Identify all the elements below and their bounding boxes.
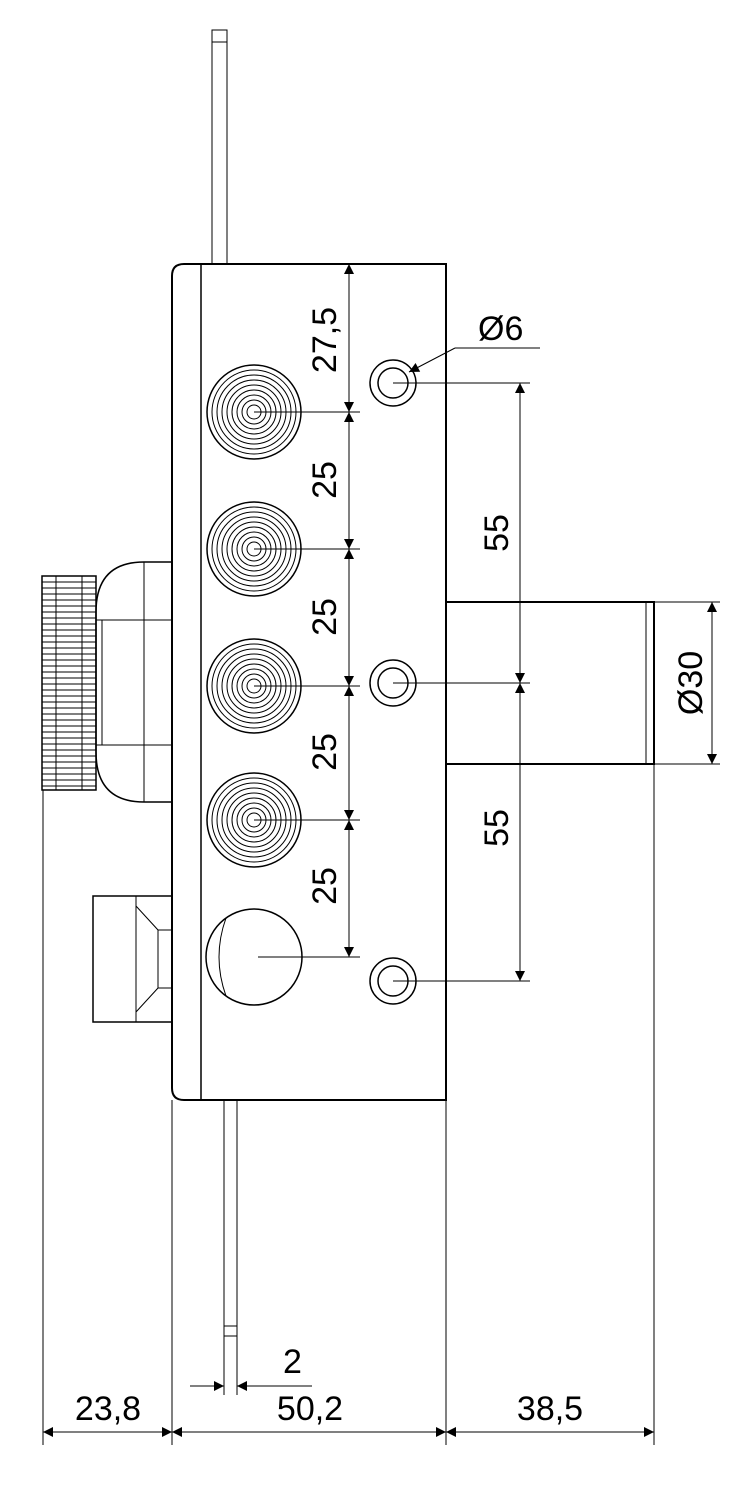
dim-hole-spacing-lower: 55	[478, 809, 516, 847]
dim-fixing-hole-diameter: Ø6	[478, 310, 523, 348]
dim-bolt-top-offset: 27,5	[306, 307, 344, 373]
dim-latch-diameter: Ø30	[672, 651, 710, 715]
dim-hole-spacing-upper: 55	[478, 514, 516, 552]
dimension-labels: 27,5 25 25 25 25 Ø6 55 55 Ø30 2 23,8 50,…	[75, 307, 710, 1428]
lock-case	[171, 263, 447, 1101]
dim-knob-depth: 23,8	[75, 1390, 141, 1428]
knurled-knob	[41, 575, 97, 791]
dim-latch-projection: 38,5	[517, 1390, 583, 1428]
dim-pin-pitch-1: 25	[306, 461, 344, 499]
dim-case-depth: 50,2	[277, 1390, 343, 1428]
dim-pin-pitch-3: 25	[306, 733, 344, 771]
top-rod	[211, 29, 228, 265]
dim-pin-pitch-2: 25	[306, 598, 344, 636]
knob-housing	[95, 561, 172, 803]
dim-rod-thickness: 2	[283, 1343, 302, 1381]
follower-block	[92, 895, 173, 1023]
dim-pin-pitch-4: 25	[306, 867, 344, 905]
bottom-rod	[223, 1099, 238, 1337]
dimension-lines	[43, 264, 717, 1437]
